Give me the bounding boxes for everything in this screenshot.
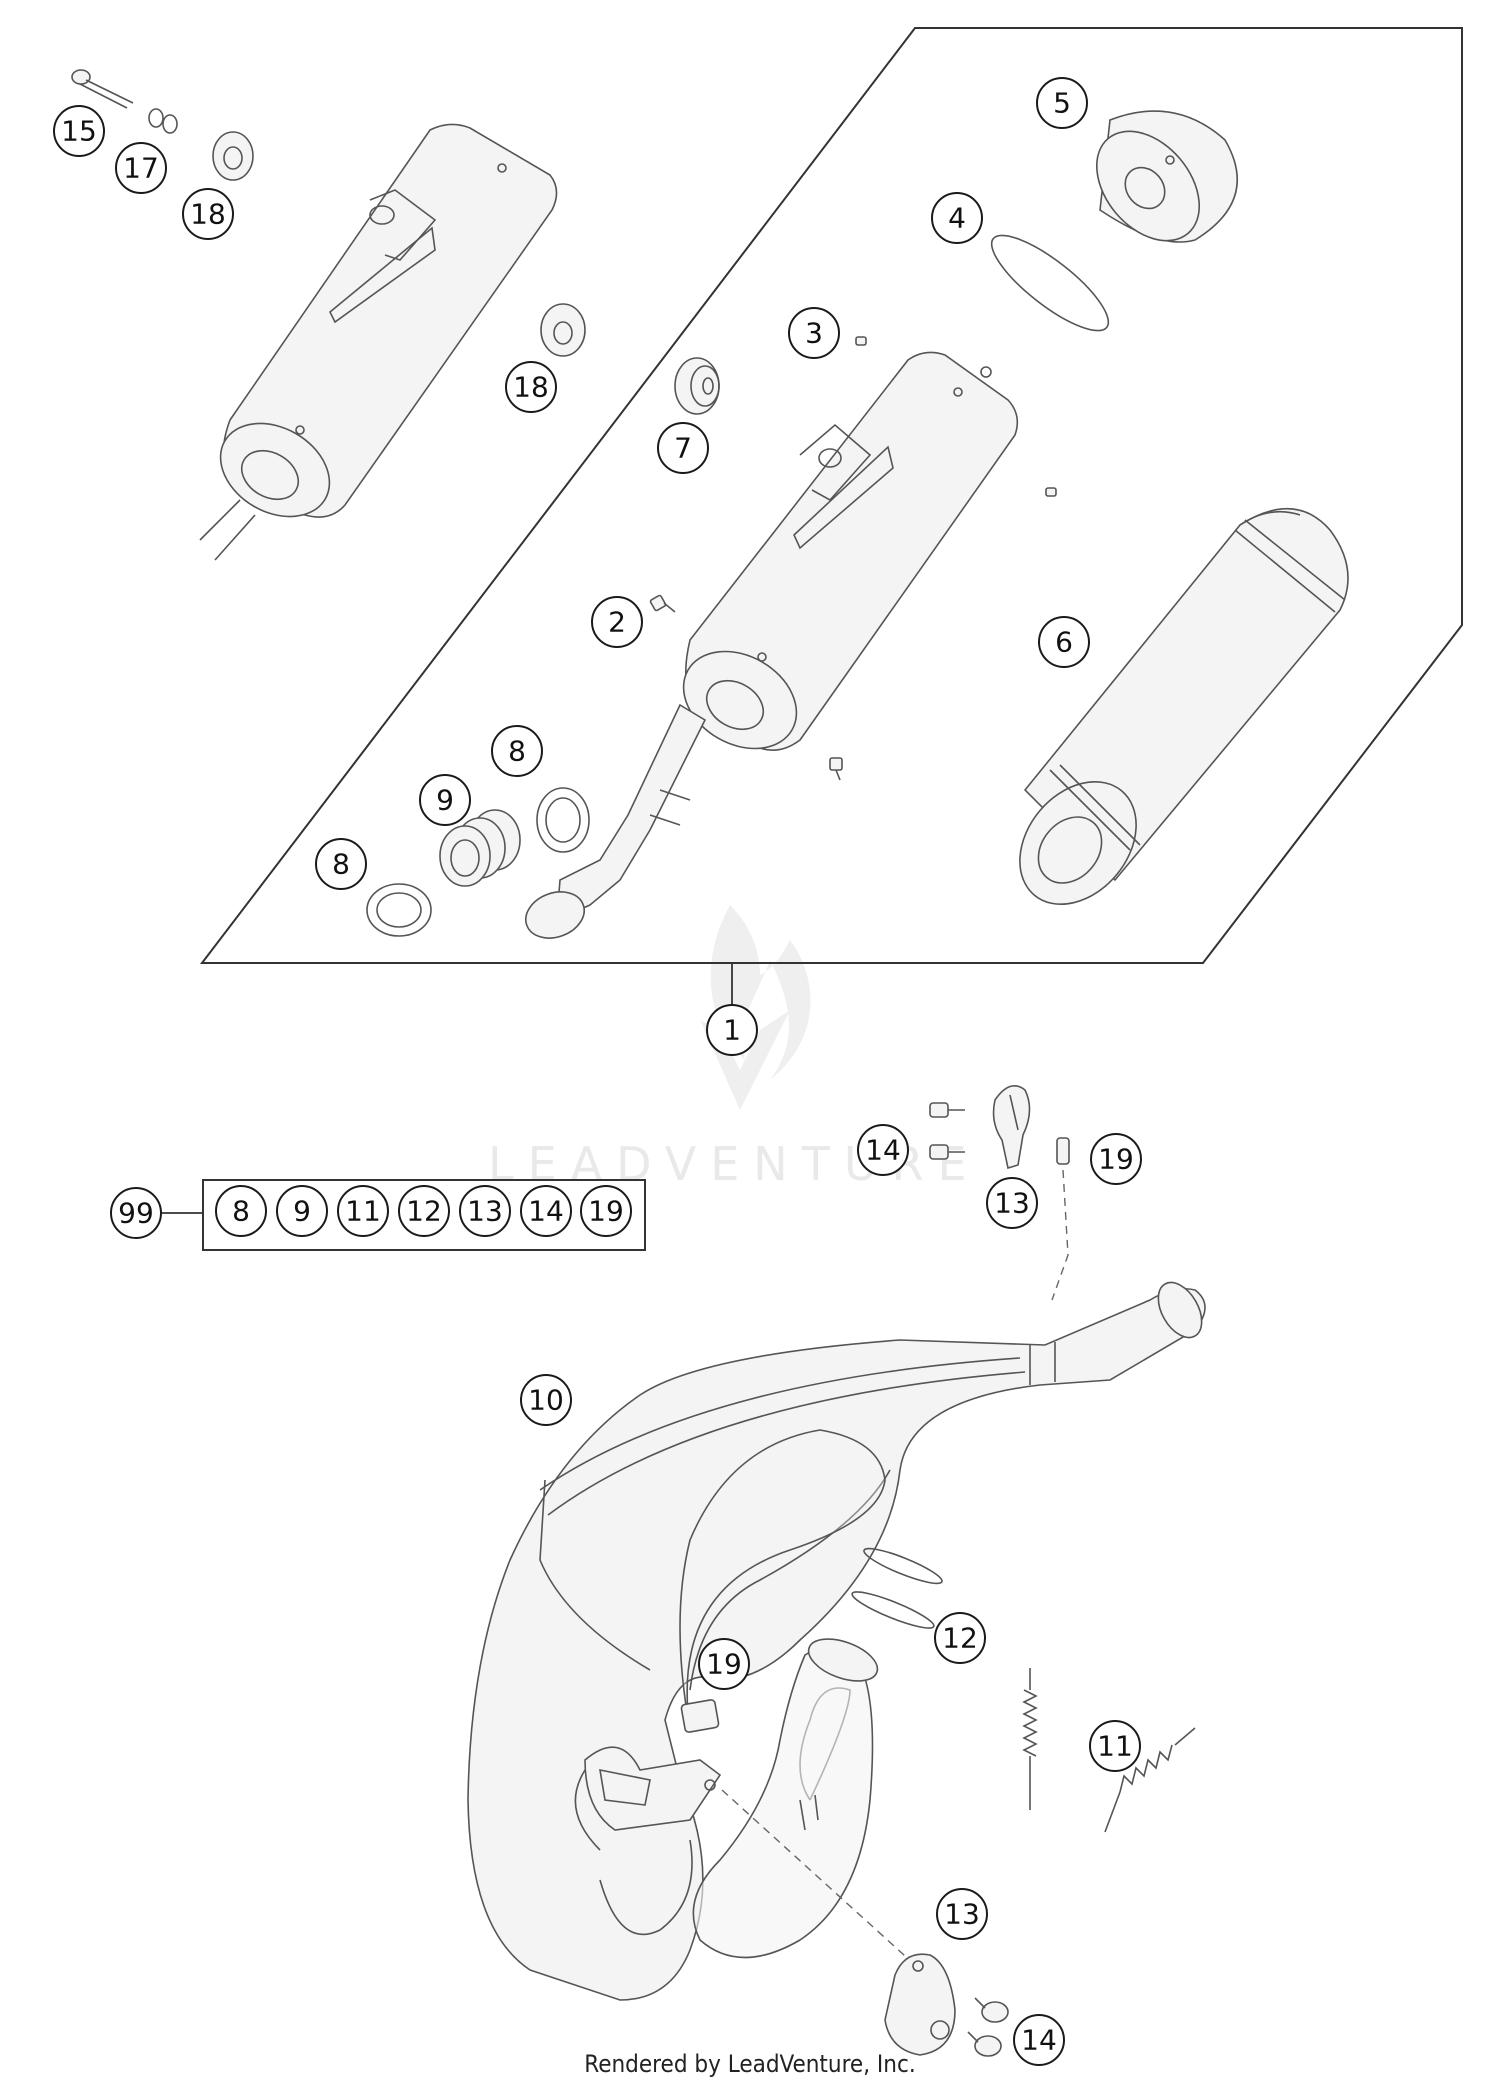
footer-credit: Rendered by LeadVenture, Inc. (584, 2050, 916, 2078)
svg-text:19: 19 (706, 1648, 742, 1681)
header-inner-tube (692, 1638, 879, 1959)
callout-14-upper: 14 (857, 1124, 909, 1176)
svg-text:11: 11 (345, 1195, 381, 1228)
svg-text:6: 6 (1055, 626, 1073, 659)
ring-8-inner-left (376, 892, 422, 928)
outer-sleeve-6 (1019, 507, 1349, 906)
bolts-14-lower (967, 1997, 1009, 2057)
o-ring-12-a (863, 1547, 943, 1585)
assembly-dash-line (721, 1789, 916, 1966)
svg-text:3: 3 (805, 317, 823, 350)
screws-3 (855, 336, 1057, 497)
grommet-18-upper (212, 131, 254, 181)
svg-text:12: 12 (406, 1195, 442, 1228)
callout-12: 12 (934, 1612, 986, 1664)
ring-8-left (366, 883, 432, 937)
kit-item-14: 14 (520, 1185, 572, 1237)
clamp-13-lower (884, 1953, 956, 2056)
svg-text:17: 17 (123, 152, 159, 185)
callout-8-left: 8 (315, 838, 367, 890)
svg-text:14: 14 (528, 1195, 564, 1228)
svg-text:18: 18 (513, 371, 549, 404)
grommet-18-right (540, 303, 586, 357)
callout-3: 3 (788, 307, 840, 359)
svg-text:11: 11 (1097, 1730, 1133, 1763)
ring-8-inner-right (545, 797, 581, 843)
callout-15: 15 (53, 105, 105, 157)
callout-13-lower: 13 (936, 1888, 988, 1940)
grommet-7 (674, 357, 720, 415)
svg-text:7: 7 (674, 432, 692, 465)
kit-item-9: 9 (276, 1185, 328, 1237)
svg-text:14: 14 (1021, 2024, 1057, 2057)
svg-text:19: 19 (588, 1195, 624, 1228)
header-bracket (584, 1746, 819, 1831)
end-cap-5 (1095, 110, 1239, 243)
washers-17 (148, 108, 178, 134)
springs-11 (1022, 1668, 1196, 1833)
callout-9: 9 (419, 774, 471, 826)
svg-text:15: 15 (61, 115, 97, 148)
callout-2: 2 (591, 596, 643, 648)
svg-text:1: 1 (723, 1014, 741, 1047)
svg-text:99: 99 (118, 1197, 154, 1230)
kit-item-19: 19 (580, 1185, 632, 1237)
svg-text:9: 9 (436, 784, 454, 817)
svg-text:18: 18 (190, 198, 226, 231)
screws-2 (649, 594, 843, 781)
clamp-13-upper (992, 1084, 1031, 1170)
svg-text:8: 8 (508, 735, 526, 768)
svg-text:4: 4 (948, 202, 966, 235)
kit-item-8: 8 (215, 1185, 267, 1237)
callout-4: 4 (931, 192, 983, 244)
silencer-installed (199, 123, 558, 561)
svg-text:13: 13 (467, 1195, 503, 1228)
svg-text:10: 10 (528, 1384, 564, 1417)
callout-18-upper: 18 (182, 188, 234, 240)
svg-text:9: 9 (293, 1195, 311, 1228)
bolt-15 (71, 69, 134, 109)
callout-99: 99 (110, 1187, 162, 1239)
kit-box (162, 1179, 646, 1251)
callout-17: 17 (115, 142, 167, 194)
o-ring-4 (990, 234, 1110, 332)
svg-text:13: 13 (944, 1898, 980, 1931)
callout-19-upper: 19 (1090, 1133, 1142, 1185)
callout-7: 7 (657, 422, 709, 474)
silencer-kit-panel (199, 27, 1463, 964)
callout-10: 10 (520, 1374, 572, 1426)
callout-6: 6 (1038, 616, 1090, 668)
svg-text:14: 14 (865, 1134, 901, 1167)
callout-13-upper: 13 (986, 1177, 1038, 1229)
callout-8-right: 8 (491, 725, 543, 777)
kit-item-11: 11 (337, 1185, 389, 1237)
callout-14-lower: 14 (1013, 2014, 1065, 2066)
spring-9 (439, 809, 521, 887)
callout-1: 1 (706, 1004, 758, 1056)
kit-item-13: 13 (459, 1185, 511, 1237)
o-ring-12-b (851, 1591, 935, 1629)
svg-text:2: 2 (608, 606, 626, 639)
clip-19-upper (1051, 1137, 1070, 1301)
svg-text:13: 13 (994, 1187, 1030, 1220)
svg-text:8: 8 (332, 848, 350, 881)
kit-item-12: 12 (398, 1185, 450, 1237)
callout-18-right: 18 (505, 361, 557, 413)
callout-11: 11 (1089, 1720, 1141, 1772)
silencer-body (525, 351, 1019, 939)
clip-19-lower (680, 1699, 720, 1733)
svg-text:8: 8 (232, 1195, 250, 1228)
callout-19-lower: 19 (698, 1638, 750, 1690)
callout-5: 5 (1036, 77, 1088, 129)
ring-8-right (536, 787, 590, 853)
svg-text:19: 19 (1098, 1143, 1134, 1176)
svg-text:12: 12 (942, 1622, 978, 1655)
svg-text:5: 5 (1053, 87, 1071, 120)
bolts-14-upper (929, 1102, 965, 1160)
